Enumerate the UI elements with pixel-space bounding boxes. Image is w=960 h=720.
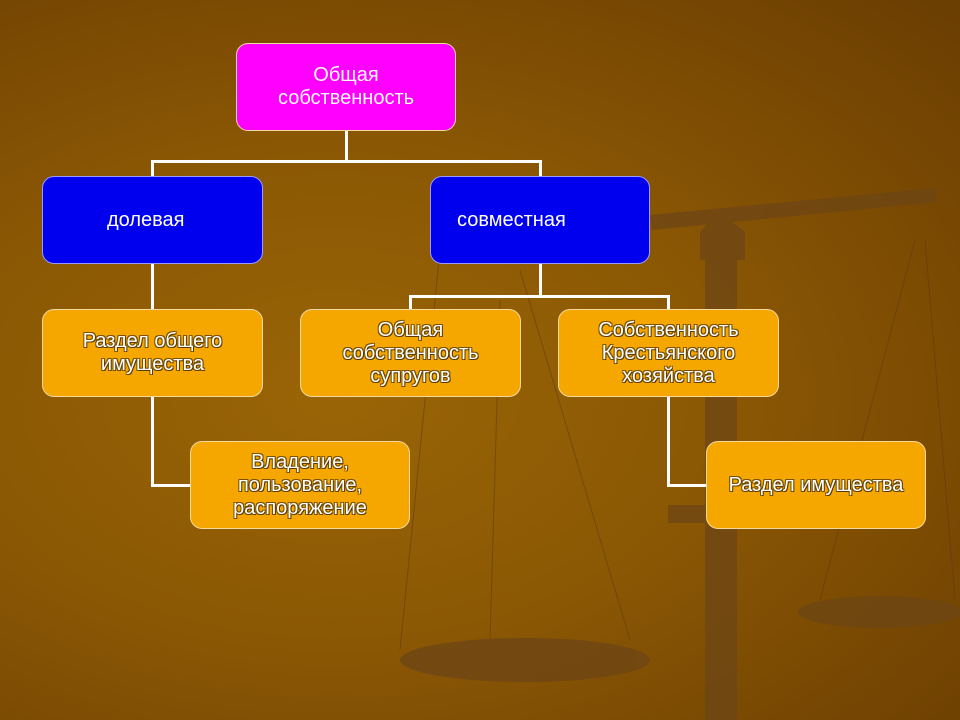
connector bbox=[151, 160, 542, 163]
connector bbox=[151, 264, 154, 310]
connector bbox=[151, 397, 154, 486]
node-label: Раздел общего имущества bbox=[82, 330, 223, 375]
connector bbox=[409, 295, 670, 298]
connector bbox=[667, 484, 707, 487]
node-label: совместная bbox=[457, 208, 566, 231]
node-label: Общая собственность bbox=[277, 64, 415, 109]
node-joint-grandchild: Раздел имущества bbox=[706, 441, 926, 529]
node-label: Владение, пользование, распоряжение bbox=[233, 450, 367, 519]
connector bbox=[151, 160, 154, 177]
node-joint-child-2: Собственность Крестьянского хозяйства bbox=[558, 309, 779, 397]
node-joint: совместная bbox=[430, 176, 650, 264]
connector bbox=[539, 264, 542, 297]
node-label: Раздел имущества bbox=[728, 473, 904, 496]
node-shared-child: Раздел общего имущества bbox=[42, 309, 263, 397]
node-joint-child-1: Общая собственность супругов bbox=[300, 309, 521, 397]
connector bbox=[667, 397, 670, 486]
connector bbox=[345, 131, 348, 162]
node-shared-grandchild: Владение, пользование, распоряжение bbox=[190, 441, 410, 529]
connector bbox=[151, 484, 191, 487]
node-label: Общая собственность супругов bbox=[342, 318, 479, 387]
node-label: долевая bbox=[107, 208, 185, 231]
connector bbox=[539, 160, 542, 177]
node-label: Собственность Крестьянского хозяйства bbox=[598, 318, 739, 387]
connector bbox=[409, 295, 412, 310]
node-shared: долевая bbox=[42, 176, 263, 264]
node-root: Общая собственность bbox=[236, 43, 456, 131]
connector bbox=[667, 295, 670, 310]
